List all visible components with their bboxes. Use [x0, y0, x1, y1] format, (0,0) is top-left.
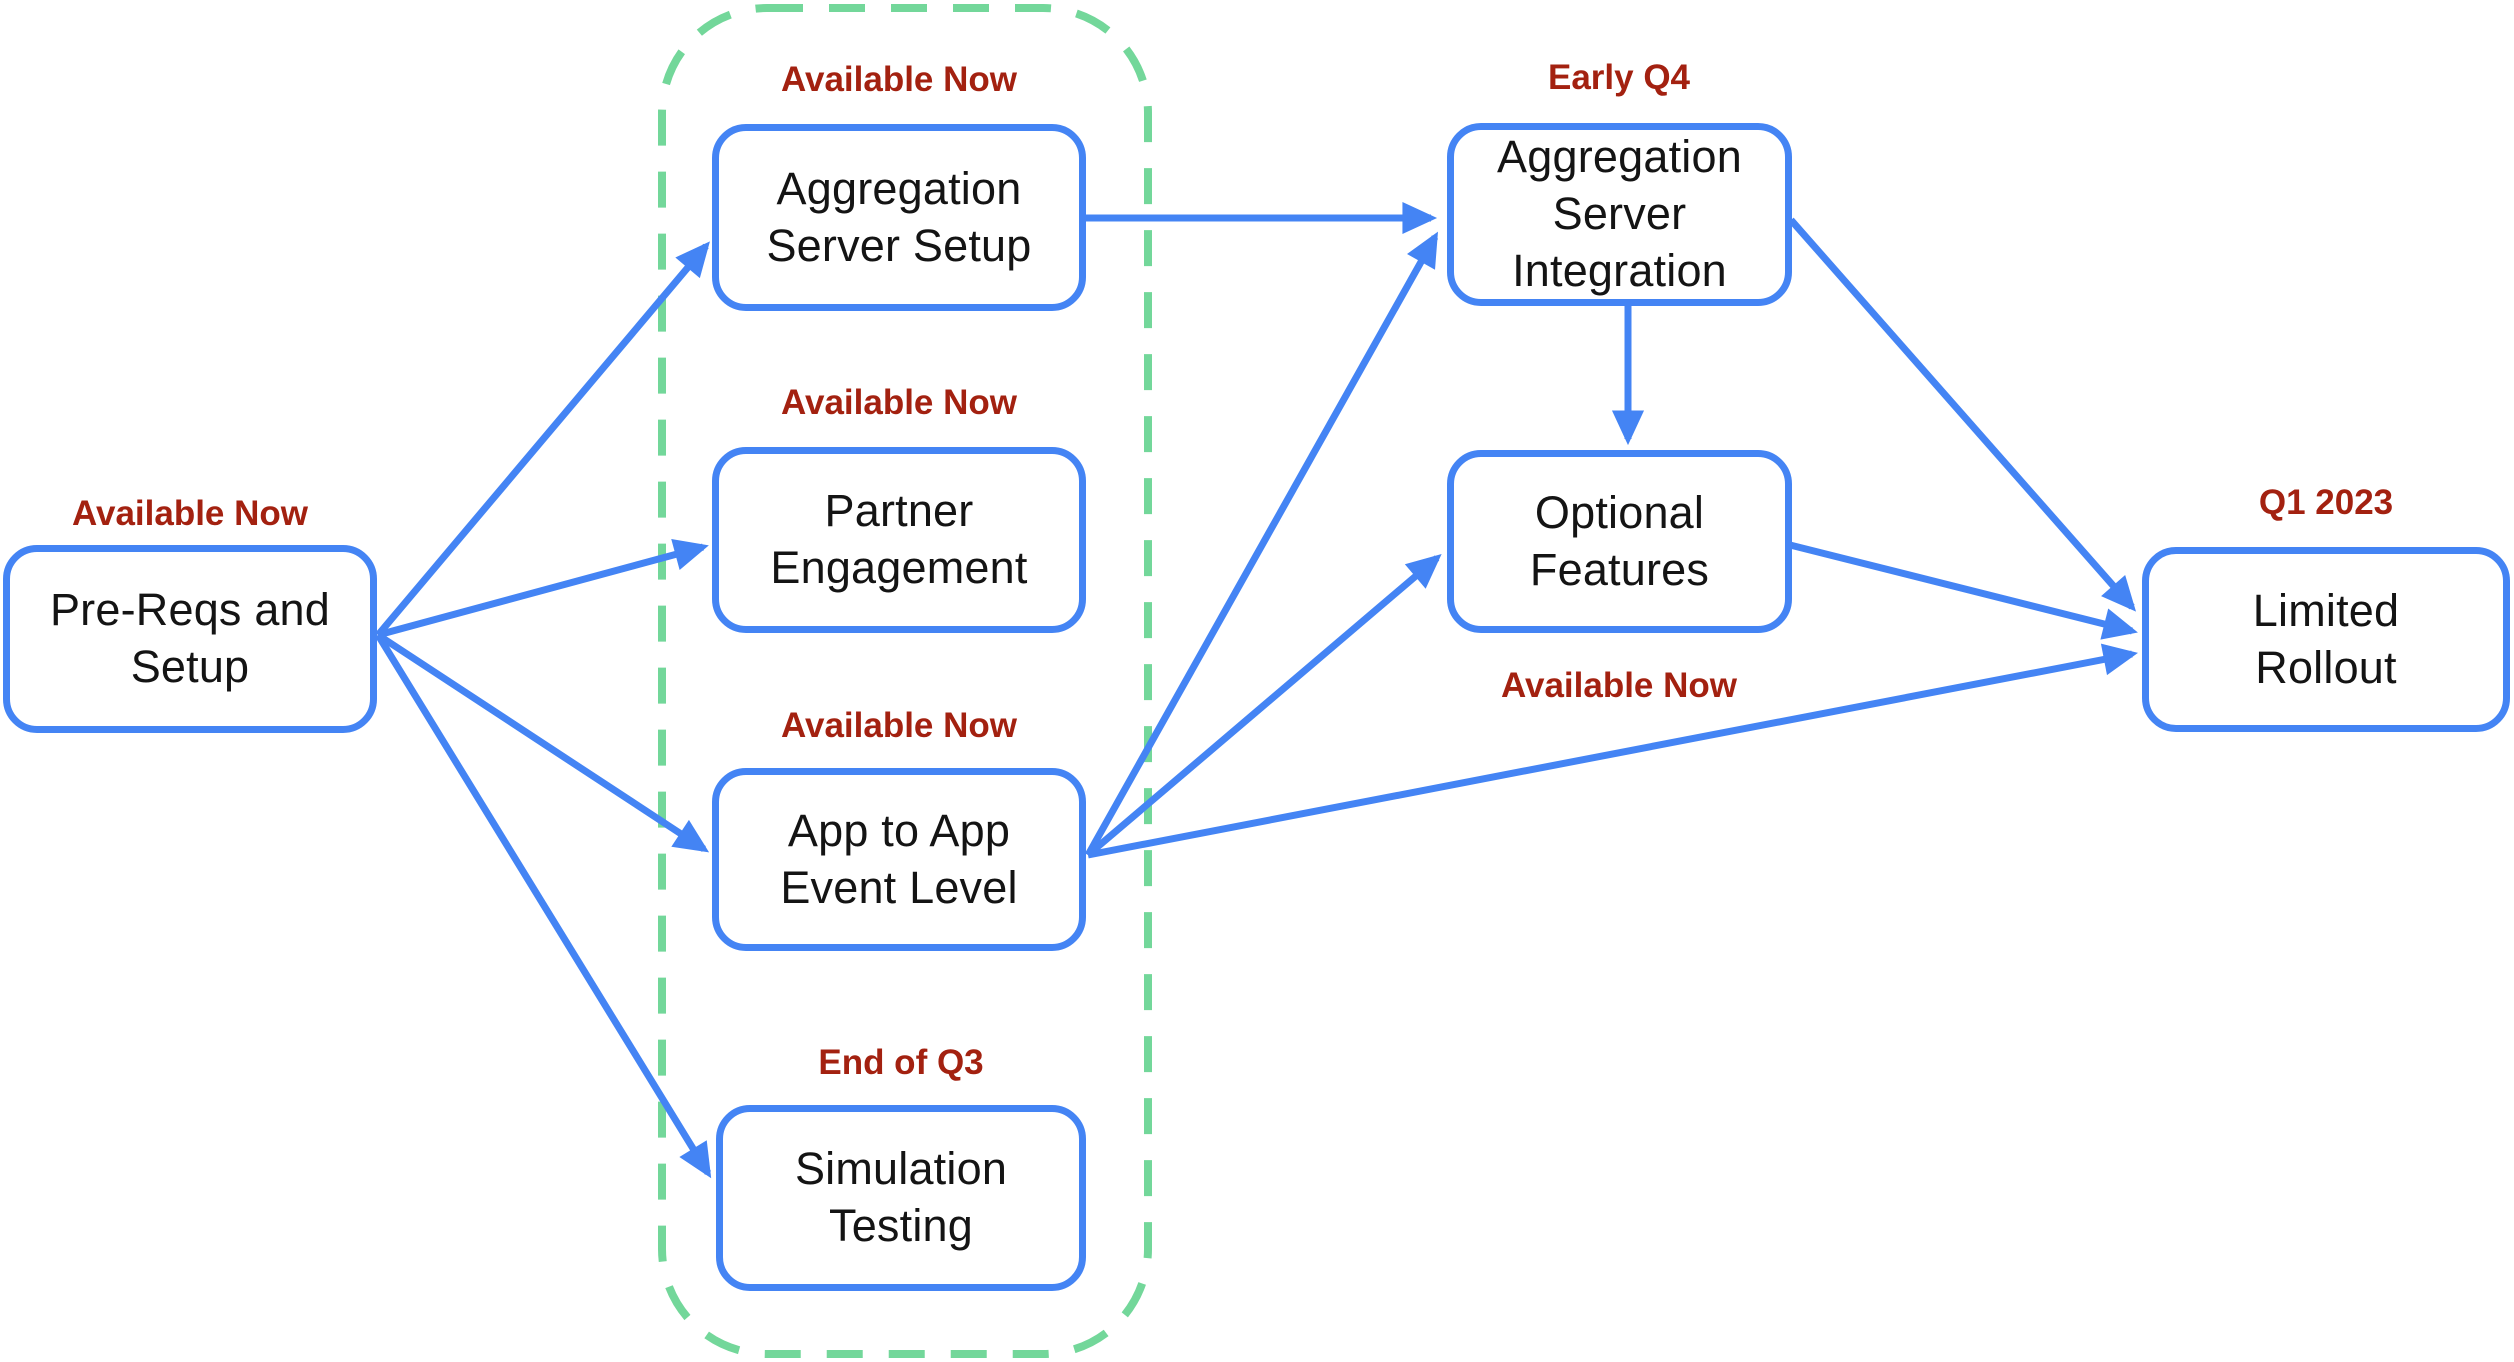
node-aggregation-server-setup: Aggregation Server Setup [712, 124, 1086, 311]
status-label-simulation-testing: End of Q3 [818, 1043, 984, 1082]
edge-app-to-app-to-integration [1084, 231, 1439, 857]
group-outline-available-now [658, 4, 1152, 1358]
edge-prereqs-to-app-to-app-event-level [376, 632, 710, 853]
edge-app-to-app-to-limited-rollout [1087, 643, 2138, 859]
node-optional-features: Optional Features [1447, 450, 1792, 633]
node-app-to-app-event-level: App to App Event Level [712, 768, 1086, 951]
status-label-aggregation-server-setup: Available Now [781, 60, 1017, 99]
status-label-limited-rollout: Q1 2023 [2258, 483, 2394, 522]
node-label-limited-rollout: Limited Rollout [2252, 584, 2400, 693]
status-label-partner-engagement: Available Now [781, 383, 1017, 422]
status-label-pre-reqs-and-setup: Available Now [72, 494, 308, 533]
node-label-partner-engagement: Partner Engagement [770, 485, 1028, 593]
status-label-app-to-app-event-level: Available Now [781, 706, 1017, 745]
node-label-simulation-testing: Simulation Testing [794, 1143, 1008, 1251]
edge-app-to-app-to-optional-features [1085, 554, 1442, 858]
node-partner-engagement: Partner Engagement [712, 447, 1086, 633]
status-label-optional-features: Available Now [1501, 666, 1737, 705]
status-label-aggregation-server-integration: Early Q4 [1547, 58, 1691, 97]
edge-prereqs-to-aggregation-server-setup [375, 241, 710, 638]
node-label-optional-features: Optional Features [1529, 486, 1710, 595]
node-pre-reqs-and-setup: Pre-Reqs and Setup [3, 545, 377, 733]
node-aggregation-server-integration: Aggregation Server Integration [1447, 123, 1792, 306]
node-label-app-to-app-event-level: App to App Event Level [780, 804, 1018, 913]
node-label-pre-reqs-and-setup: Pre-Reqs and Setup [49, 584, 331, 692]
edge-integration-to-limited-rollout [1788, 217, 2137, 612]
node-label-aggregation-server-integration: Aggregation Server Integration [1497, 131, 1742, 296]
node-label-aggregation-server-setup: Aggregation Server Setup [766, 162, 1032, 271]
edge-prereqs-to-partner-engagement [377, 538, 709, 639]
node-simulation-testing: Simulation Testing [716, 1105, 1086, 1291]
node-limited-rollout: Limited Rollout [2142, 547, 2510, 732]
edge-optional-features-to-limited-rollout [1789, 541, 2138, 640]
edge-prereqs-to-simulation-testing [375, 633, 712, 1179]
